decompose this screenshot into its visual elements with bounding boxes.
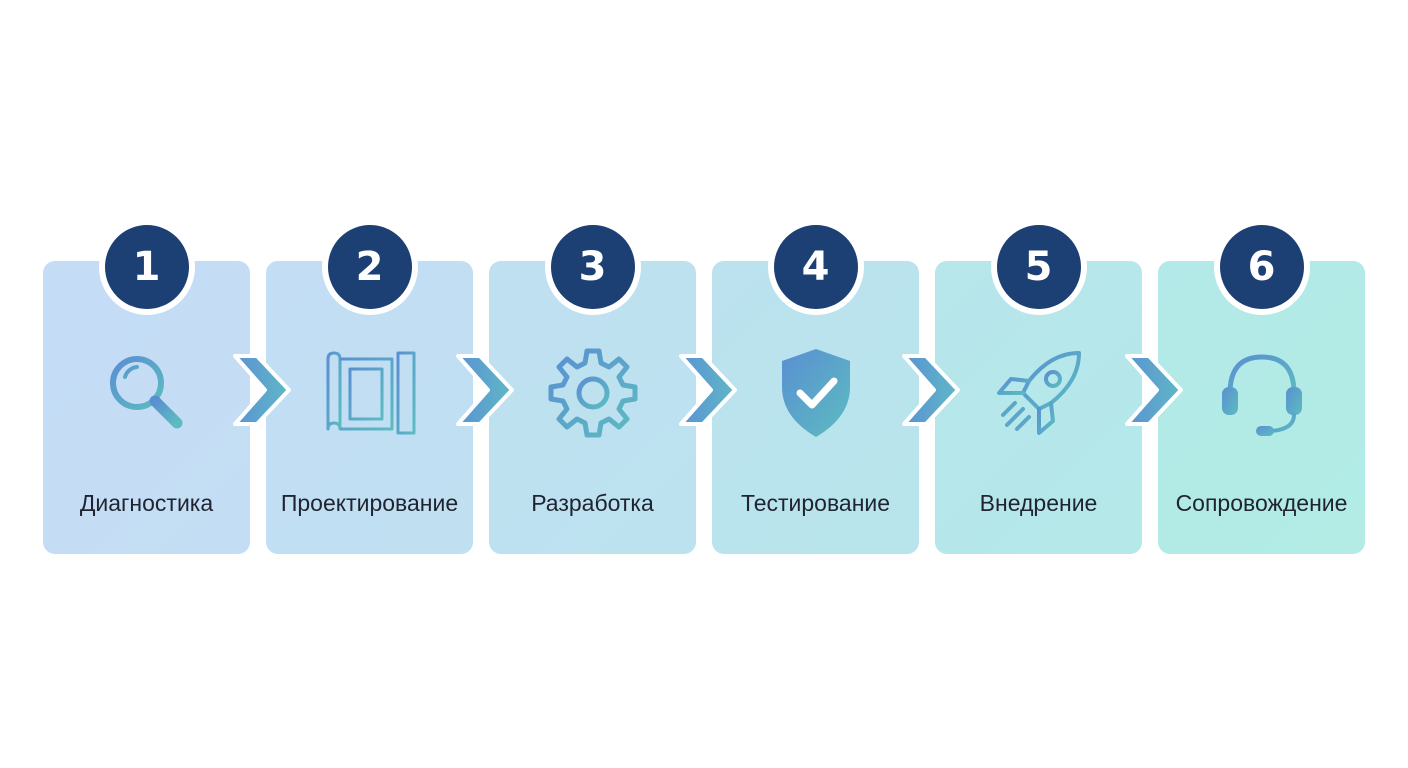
step-card-diagnostics: 1 Диагностика: [43, 219, 250, 554]
step-number-badge: 1: [98, 219, 195, 315]
step-label: Внедрение: [979, 490, 1098, 516]
step-label: Проектирование: [280, 490, 459, 516]
step-number-badge: 2: [321, 219, 418, 315]
chevron-right-icon: [456, 354, 514, 426]
shield-check-icon: [781, 349, 850, 437]
step-label: Диагностика: [79, 490, 214, 516]
step-card-development: 3 Разработка: [489, 219, 696, 554]
step-card-testing: 4 Тестирование: [712, 219, 919, 554]
chevron-right-icon: [233, 354, 291, 426]
blueprint-icon: [326, 351, 415, 435]
chevron-right-icon: [679, 354, 737, 426]
chevron-right-icon: [1125, 354, 1183, 426]
step-number-badge: 4: [767, 219, 864, 315]
step-card-design: 2 Проектирование: [266, 219, 473, 554]
step-label: Тестирование: [740, 490, 891, 516]
chevron-right-icon: [902, 354, 960, 426]
step-number-badge: 6: [1213, 219, 1310, 315]
headset-icon: [1221, 354, 1302, 436]
step-number-badge: 5: [990, 219, 1087, 315]
gear-icon: [548, 348, 637, 438]
step-card-support: 6 Сопровождение: [1158, 219, 1365, 554]
rocket-icon: [996, 351, 1081, 435]
step-label: Сопровождение: [1175, 490, 1348, 516]
step-card-deployment: 5 Внедрение: [935, 219, 1142, 554]
step-label: Разработка: [531, 490, 654, 516]
magnifier-icon: [109, 356, 182, 429]
step-number-badge: 3: [544, 219, 641, 315]
